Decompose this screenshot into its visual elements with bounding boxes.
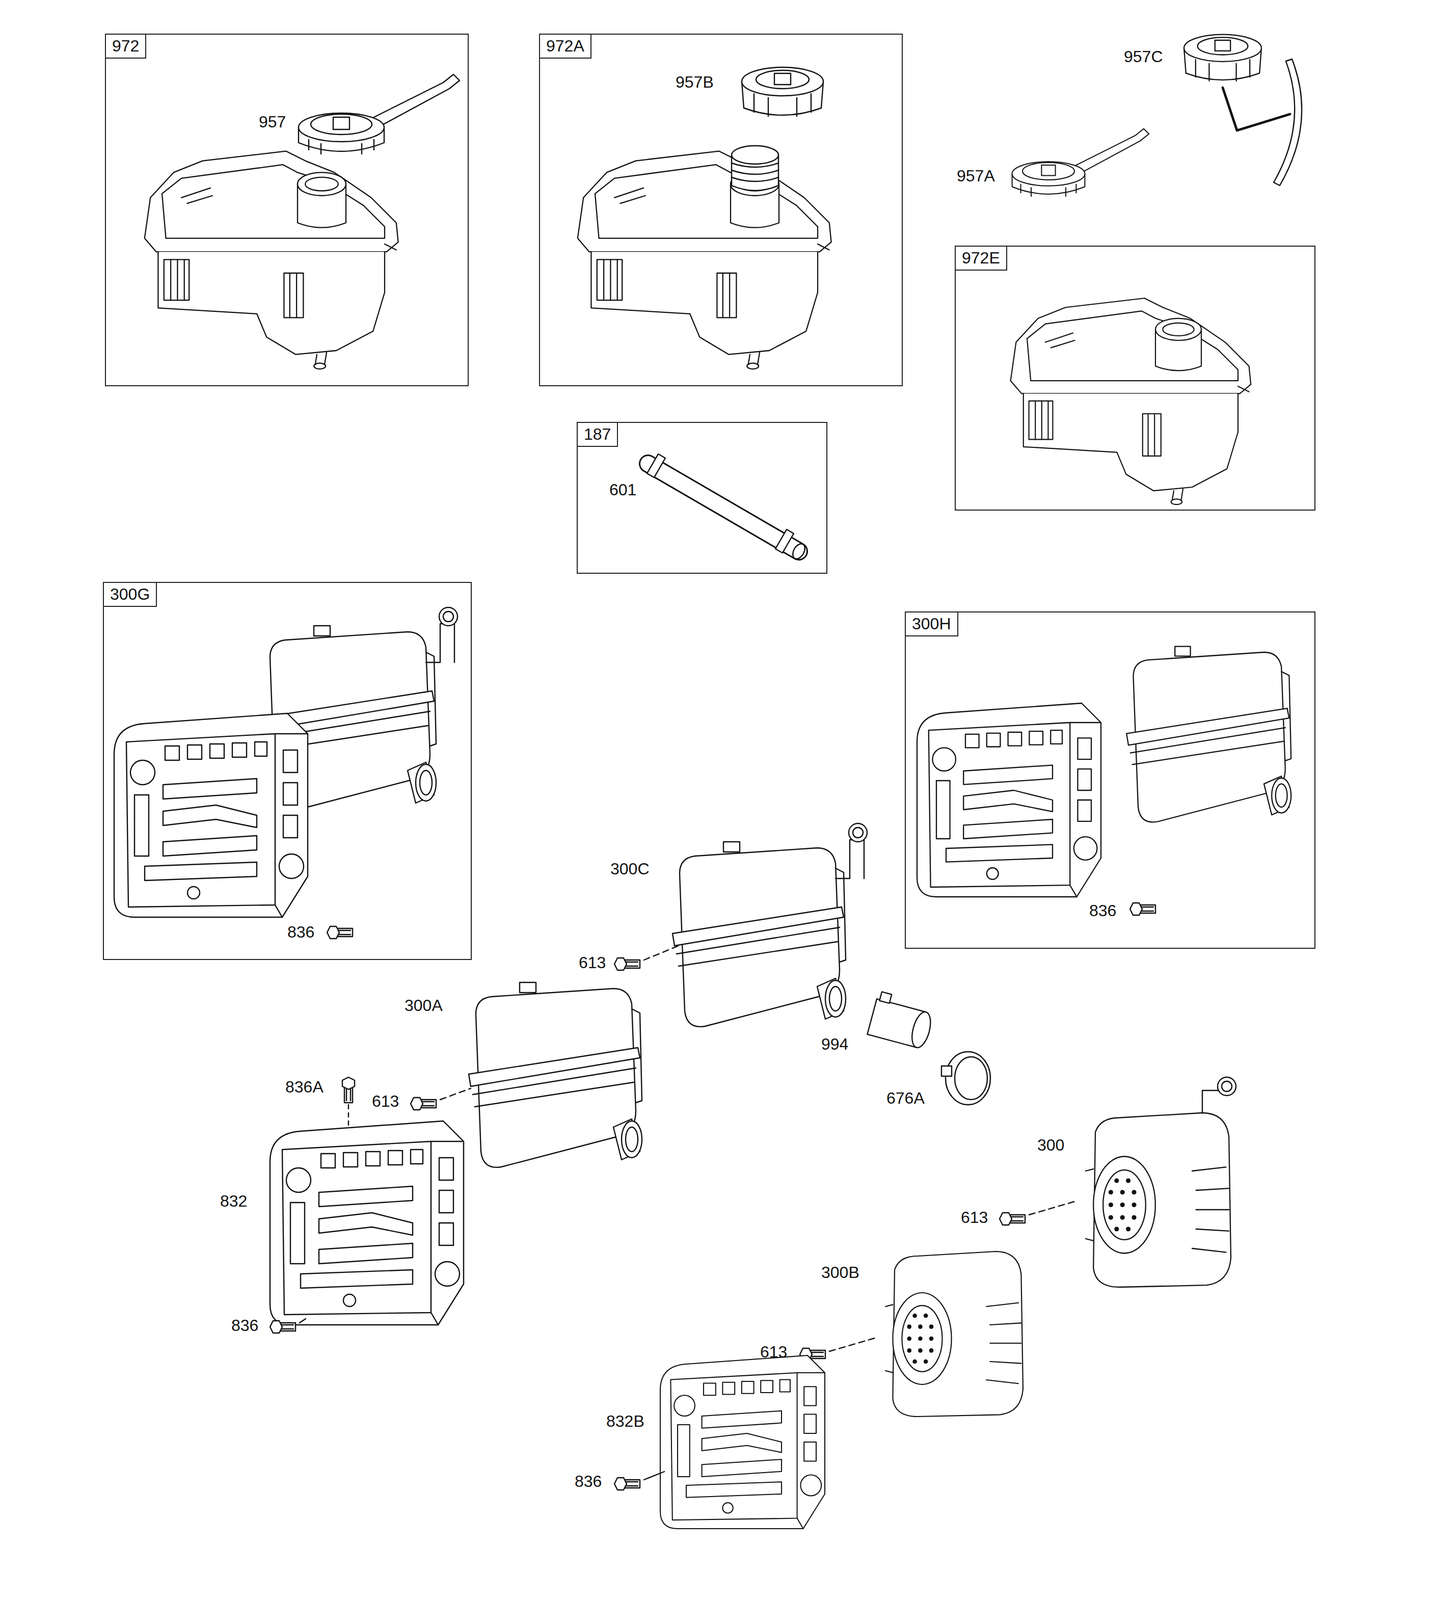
callout-number: 836 <box>231 1316 259 1335</box>
callout-number: 994 <box>821 1035 849 1054</box>
callout-number: 613 <box>960 1208 988 1227</box>
callout-number: 300B <box>821 1263 860 1282</box>
group-number: 972A <box>540 34 592 59</box>
callout-number: 300 <box>1037 1136 1065 1154</box>
callout-number: 613 <box>578 953 606 972</box>
callout-number: 957A <box>956 167 995 185</box>
group-number: 972 <box>105 34 147 59</box>
callout-number: 676A <box>886 1089 925 1108</box>
part-group-box: 300G 836 <box>102 581 472 960</box>
part-group-box: 972 957 <box>104 33 469 387</box>
callout-number: 957C <box>1123 47 1164 66</box>
callout-number: 832 <box>220 1192 248 1210</box>
part-group-box: 187 601 <box>576 421 828 574</box>
part-group-box: 972E <box>954 245 1316 511</box>
part-group-box: 972A 957B <box>539 33 903 387</box>
group-number: 300H <box>905 612 959 637</box>
callout-number: 836A <box>285 1078 324 1096</box>
callout-number: 601 <box>609 480 637 499</box>
callout-number: 836 <box>287 923 315 941</box>
callout-number: 836 <box>574 1472 602 1491</box>
callout-number: 613 <box>760 1342 788 1361</box>
group-number: 972E <box>955 246 1008 271</box>
part-group-box: 300H 836 <box>904 611 1316 949</box>
callout-number: 832B <box>606 1412 645 1431</box>
callout-number: 957 <box>258 113 286 131</box>
callout-number: 300A <box>404 996 443 1015</box>
callout-number: 957B <box>675 73 714 92</box>
callout-number: 300C <box>610 859 650 878</box>
group-number: 187 <box>577 422 618 447</box>
callout-number: 613 <box>371 1092 399 1111</box>
callout-number: 836 <box>1089 901 1117 920</box>
group-number: 300G <box>103 582 157 607</box>
